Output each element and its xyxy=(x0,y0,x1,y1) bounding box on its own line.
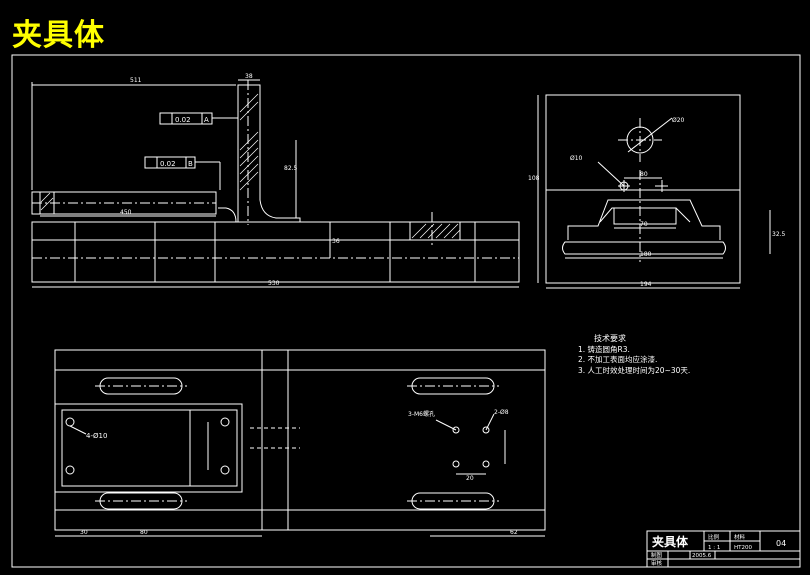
dim-bot-d1: 20 xyxy=(466,475,474,482)
dim-side-base: 180 xyxy=(640,251,652,258)
tolerance-2: 0.02 xyxy=(160,160,176,168)
tb-drawn: 制图 xyxy=(651,551,663,559)
sheet-border xyxy=(11,54,801,568)
dim-side-right: 32.5 xyxy=(772,231,786,238)
dim-left-2: 80 xyxy=(140,529,148,536)
tb-check: 审核 xyxy=(651,559,663,567)
dim-side-total: 194 xyxy=(640,281,652,288)
side-view: Ø20 Ø10 80 70 180 194 32.5 108 xyxy=(528,94,786,289)
tb-material-value: HT200 xyxy=(734,545,752,551)
dim-inner-length: 450 xyxy=(120,209,132,216)
label-2-holes: 2-Ø8 xyxy=(494,409,509,416)
note-2: 2. 不加工表面均应涂漆. xyxy=(578,354,657,364)
technical-notes: 技术要求 1. 铸造圆角R3. 2. 不加工表面均应涂漆. 3. 人工时效处理时… xyxy=(578,333,690,375)
dim-side-height: 108 xyxy=(528,175,540,182)
tolerance-2-ref: B xyxy=(188,160,193,168)
tb-scale-label: 比例 xyxy=(708,533,720,541)
dim-total-length: 530 xyxy=(268,280,280,287)
dim-big-hole: Ø20 xyxy=(672,117,685,124)
label-m6: 3-M6螺孔 xyxy=(408,410,435,418)
tolerance-1-ref: A xyxy=(204,116,209,124)
drawing-title: 夹具体 xyxy=(12,18,105,53)
front-view: 511 38 530 450 36 82.5 0.02 A 0.02 B xyxy=(31,73,520,288)
label-4-holes: 4-Ø10 xyxy=(86,432,107,440)
tolerance-1: 0.02 xyxy=(175,116,191,124)
tb-date: 2005.6 xyxy=(692,553,712,559)
dim-right: 62 xyxy=(510,529,518,536)
tb-number: 04 xyxy=(776,539,786,548)
dim-side-70: 70 xyxy=(640,221,648,228)
bottom-view: 4-Ø10 20 3-M6螺孔 2-Ø8 30 80 62 xyxy=(54,349,546,537)
dim-base-height: 36 xyxy=(332,238,340,245)
note-3: 3. 人工时效处理时间为20~30天. xyxy=(578,365,690,375)
dim-left-1: 30 xyxy=(80,529,88,536)
tb-material-label: 材料 xyxy=(734,533,746,541)
dim-small-hole: Ø10 xyxy=(570,155,583,162)
dim-side-h: 80 xyxy=(640,171,648,178)
dim-top-length: 511 xyxy=(130,77,142,84)
dim-upright-thickness: 38 xyxy=(245,73,253,80)
note-1: 1. 铸造圆角R3. xyxy=(578,344,630,354)
title-block: 夹具体 比例 材料 1 : 1 HT200 04 制图 2005.6 审核 xyxy=(646,530,801,568)
dim-rib-height: 82.5 xyxy=(284,165,298,172)
notes-heading: 技术要求 xyxy=(594,333,626,343)
title-block-name: 夹具体 xyxy=(652,534,689,549)
tb-scale-value: 1 : 1 xyxy=(708,545,720,551)
